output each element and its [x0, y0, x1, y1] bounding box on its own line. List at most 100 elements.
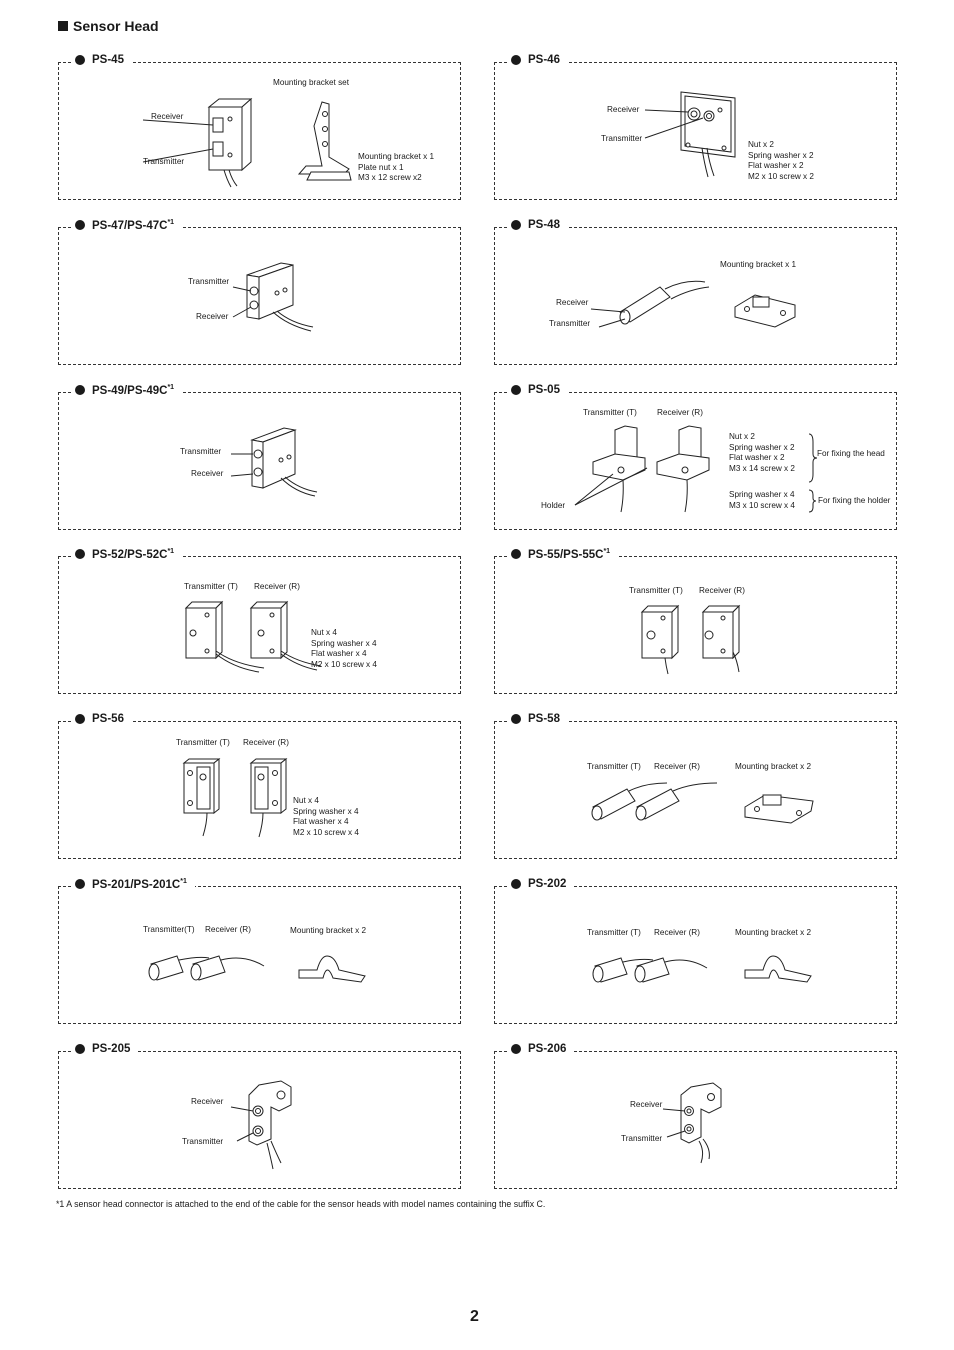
- transmitter-label: Transmitter (T): [184, 582, 238, 591]
- ps206-illustration: [495, 1051, 898, 1189]
- panel-ps05: PS-05 Transmitter (T) Receiver (R) Holde…: [494, 384, 898, 530]
- bullet-icon: [511, 385, 521, 395]
- bullet-icon: [75, 385, 85, 396]
- panel-ps48: PS-48 Mounting bracket x 1 Receiver Tran…: [494, 219, 898, 365]
- receiver-label: Receiver (R): [699, 586, 745, 595]
- panel-title: PS-201/PS-201C*1: [92, 878, 187, 891]
- page-number: 2: [470, 1308, 479, 1325]
- receiver-label: Receiver: [191, 469, 224, 478]
- panel-title: PS-45: [92, 54, 124, 66]
- ps48-illustration: [495, 227, 898, 365]
- ps202-illustration: [495, 886, 898, 1024]
- panel-title: PS-48: [528, 219, 560, 231]
- transmitter-label: Transmitter (T): [583, 408, 637, 417]
- panel-title: PS-206: [528, 1043, 567, 1055]
- bullet-icon: [511, 879, 521, 889]
- panel-ps55: PS-55/PS-55C*1 Transmitter (T) Receiver …: [494, 548, 898, 694]
- receiver-label: Receiver (R): [205, 925, 251, 934]
- ps201-illustration: [59, 886, 462, 1024]
- receiver-label: Receiver: [556, 298, 589, 307]
- panel-title: PS-49/PS-49C*1: [92, 384, 175, 397]
- receiver-label: Receiver (R): [243, 738, 289, 747]
- bracket-set-label: Mounting bracket set: [273, 78, 350, 87]
- square-bullet-icon: [58, 21, 68, 31]
- bullet-icon: [511, 714, 521, 724]
- bracket-label: Mounting bracket x 1: [720, 260, 797, 269]
- receiver-label: Receiver: [191, 1097, 224, 1106]
- panel-ps58: PS-58 Transmitter (T) Receiver (R) Mount…: [494, 713, 898, 859]
- panel-title: PS-202: [528, 878, 567, 890]
- ps46-illustration: [495, 62, 898, 200]
- bullet-icon: [75, 1044, 85, 1054]
- bullet-icon: [75, 549, 85, 560]
- holder-note: For fixing the holder: [818, 496, 891, 505]
- bullet-icon: [75, 879, 85, 890]
- transmitter-label: Transmitter(T): [143, 925, 195, 934]
- panel-ps45: PS-45 Mounting bracket set Receiver Tran…: [58, 54, 462, 200]
- receiver-label: Receiver: [196, 312, 229, 321]
- panel-ps47: PS-47/PS-47C*1 Transmitter Receiver: [58, 219, 462, 365]
- transmitter-label: Transmitter: [188, 277, 230, 286]
- transmitter-label: Transmitter (T): [587, 928, 641, 937]
- section-title: Sensor Head: [73, 18, 159, 34]
- panel-title: PS-205: [92, 1043, 131, 1055]
- transmitter-label: Transmitter (T): [587, 762, 641, 771]
- panel-ps56: PS-56 Transmitter (T) Receiver (R) Nut x…: [58, 713, 462, 859]
- panel-ps206: PS-206 Receiver Transmitter: [494, 1043, 898, 1189]
- panel-ps202: PS-202 Transmitter (T) Receiver (R) Moun…: [494, 878, 898, 1024]
- bullet-icon: [511, 549, 521, 560]
- panel-title: PS-55/PS-55C*1: [528, 548, 611, 561]
- ps55-illustration: [495, 556, 898, 694]
- ps58-illustration: [495, 721, 898, 859]
- transmitter-label: Transmitter: [601, 134, 643, 143]
- transmitter-label: Transmitter: [621, 1134, 663, 1143]
- panel-title: PS-46: [528, 54, 560, 66]
- bullet-icon: [511, 1044, 521, 1054]
- ps47-illustration: [59, 227, 462, 365]
- panel-title: PS-52/PS-52C*1: [92, 548, 175, 561]
- ps45-illustration: [59, 62, 462, 200]
- ps05-illustration: [495, 392, 898, 530]
- transmitter-label: Transmitter: [143, 157, 185, 166]
- panel-title: PS-56: [92, 713, 124, 725]
- transmitter-label: Transmitter: [180, 447, 222, 456]
- receiver-label: Receiver: [607, 105, 640, 114]
- transmitter-label: Transmitter (T): [176, 738, 230, 747]
- receiver-label: Receiver (R): [654, 928, 700, 937]
- bullet-icon: [511, 55, 521, 65]
- ps205-illustration: [59, 1051, 462, 1189]
- receiver-label: Receiver (R): [657, 408, 703, 417]
- receiver-label: Receiver (R): [254, 582, 300, 591]
- panel-ps205: PS-205 Receiver Transmitter: [58, 1043, 462, 1189]
- ps49-illustration: [59, 392, 462, 530]
- receiver-label: Receiver (R): [654, 762, 700, 771]
- panel-title: PS-05: [528, 384, 560, 396]
- ps56-illustration: [59, 721, 462, 859]
- panel-ps52: PS-52/PS-52C*1 Transmitter (T) Receiver …: [58, 548, 462, 694]
- receiver-label: Receiver: [630, 1100, 663, 1109]
- transmitter-label: Transmitter: [182, 1137, 224, 1146]
- bracket-label: Mounting bracket x 2: [735, 928, 812, 937]
- bracket-label: Mounting bracket x 2: [735, 762, 812, 771]
- head-note: For fixing the head: [817, 449, 885, 458]
- bullet-icon: [75, 220, 85, 231]
- footnote: *1 A sensor head connector is attached t…: [56, 1199, 546, 1209]
- receiver-label: Receiver: [151, 112, 184, 121]
- section-heading: Sensor Head: [58, 18, 159, 34]
- panel-title: PS-47/PS-47C*1: [92, 219, 175, 232]
- bracket-label: Mounting bracket x 2: [290, 926, 367, 935]
- bullet-icon: [75, 55, 85, 65]
- panel-title: PS-58: [528, 713, 560, 725]
- panel-ps201: PS-201/PS-201C*1 Transmitter(T) Receiver…: [58, 878, 462, 1024]
- ps52-illustration: [59, 556, 462, 694]
- bullet-icon: [75, 714, 85, 724]
- transmitter-label: Transmitter (T): [629, 586, 683, 595]
- bullet-icon: [511, 220, 521, 230]
